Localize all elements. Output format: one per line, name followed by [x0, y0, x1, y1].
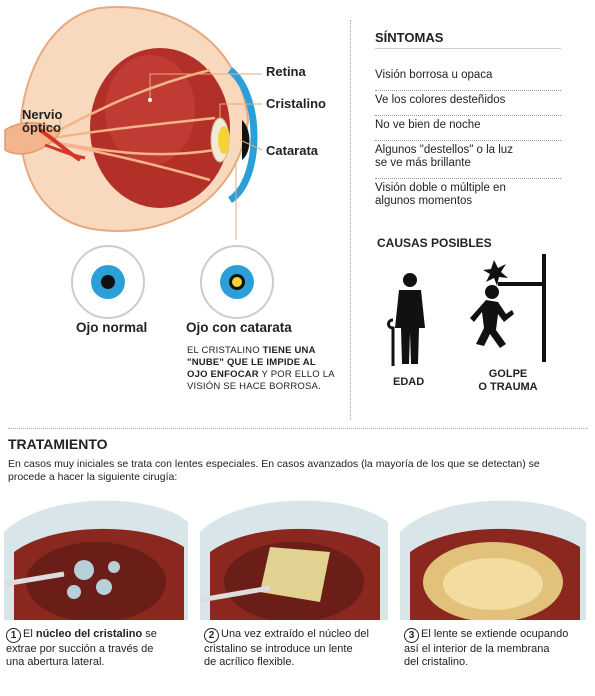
symptom-item: Visión borrosa u opaca: [375, 69, 493, 81]
eye-cataract-illustration: [200, 245, 274, 319]
surgery-step-3-image: [400, 500, 586, 620]
treatment-intro: En casos muy iniciales se trata con lent…: [8, 458, 540, 483]
impact-icon: [470, 254, 546, 362]
section-divider: [8, 428, 588, 429]
label-ojo-catarata: Ojo con catarata: [186, 320, 292, 335]
surgery-step-1-image: [4, 492, 188, 620]
label-ojo-normal: Ojo normal: [76, 320, 148, 335]
cataract-caption: EL CRISTALINO TIENE UNA "NUBE" QUE LE IM…: [187, 345, 335, 392]
vertical-divider: [350, 20, 351, 420]
cause-age-label: EDAD: [393, 376, 425, 388]
label-cristalino: Cristalino: [266, 96, 326, 111]
lens-cataract: [218, 126, 230, 154]
surgery-step-2-image: [200, 500, 388, 620]
causes-title: CAUSAS POSIBLES: [377, 236, 492, 250]
symptoms-title-rule: [375, 48, 561, 49]
symptom-item: No ve bien de noche: [375, 115, 561, 137]
label-catarata: Catarata: [266, 143, 319, 158]
treatment-title: TRATAMIENTO: [8, 436, 108, 452]
eye-anatomy-illustration: [4, 6, 263, 240]
symptoms-title: SÍNTOMAS: [375, 30, 444, 45]
cause-trauma-label: GOLPE O TRAUMA: [478, 368, 538, 393]
cornea: [227, 67, 258, 203]
label-retina: Retina: [266, 64, 306, 79]
optic-nerve: [4, 122, 62, 155]
symptom-item: Ve los colores desteñidos: [375, 90, 561, 112]
elderly-person-icon: [387, 273, 425, 366]
label-nervio-optico: Nervio óptico: [22, 107, 63, 135]
symptoms-list: Visión borrosa u opaca Ve los colores des…: [375, 66, 561, 216]
eye-normal-illustration: [71, 245, 145, 319]
